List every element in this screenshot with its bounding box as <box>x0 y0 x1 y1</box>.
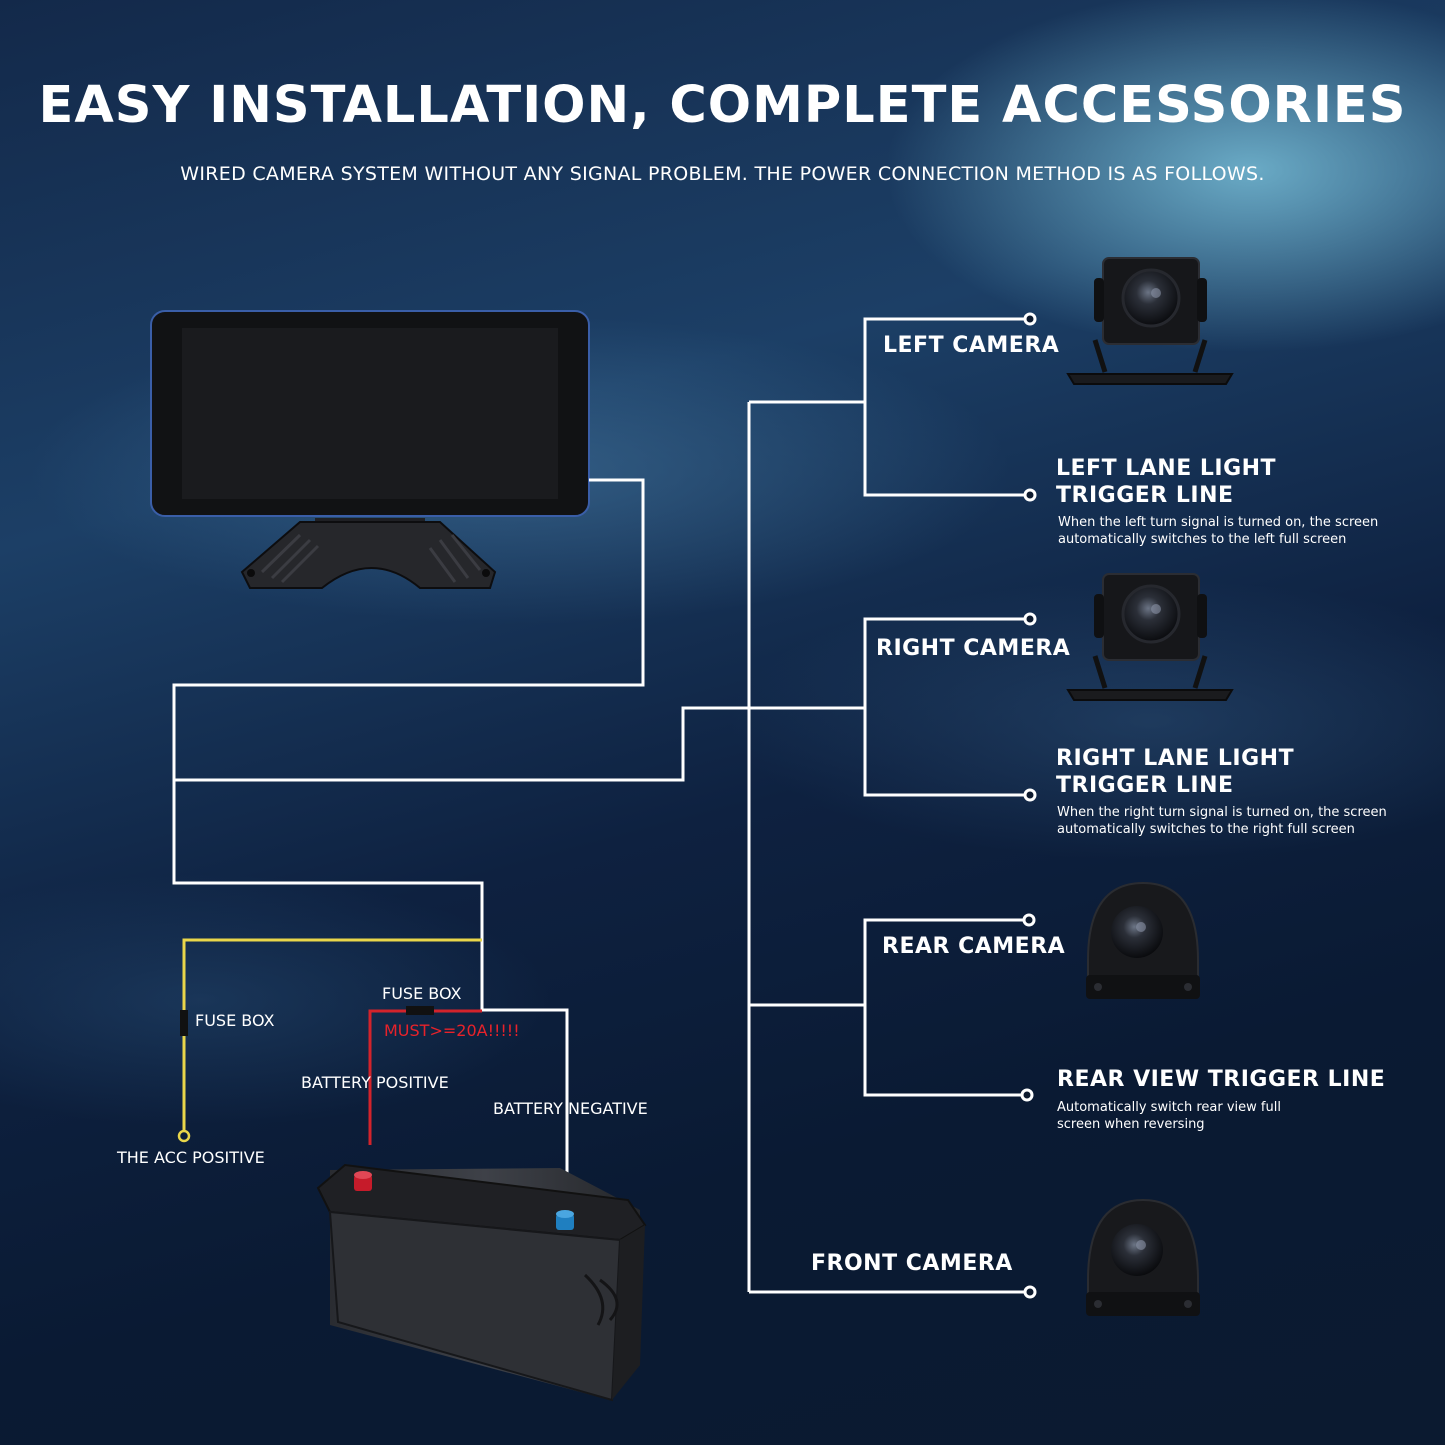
left-camera-illustration <box>1066 257 1234 385</box>
rear-camera-label: REAR CAMERA <box>882 934 1066 959</box>
page-title: EASY INSTALLATION, COMPLETE ACCESSORIES <box>38 76 1407 135</box>
acc-fuse-box-label: FUSE BOX <box>195 1011 275 1030</box>
right-lane-description: When the right turn signal is turned on,… <box>1057 805 1387 837</box>
battery-positive-label: BATTERY POSITIVE <box>301 1073 449 1092</box>
acc-fuse-box <box>180 1010 188 1036</box>
signal-wires <box>172 317 1028 1294</box>
right-camera-label: RIGHT CAMERA <box>876 636 1071 661</box>
battery-negative-label: BATTERY NEGATIVE <box>493 1099 648 1118</box>
right-camera-illustration <box>1066 573 1234 701</box>
front-camera-illustration <box>1086 1198 1200 1316</box>
left-lane-title-line-2: TRIGGER LINE <box>1056 483 1234 508</box>
monitor-power-wire <box>172 478 645 1173</box>
battery-fuse-box-label: FUSE BOX <box>382 984 462 1003</box>
battery-fuse-box <box>406 1006 434 1015</box>
front-camera-label: FRONT CAMERA <box>811 1251 1013 1276</box>
battery-positive-wire <box>368 1009 482 1145</box>
right-lane-title-line-2: TRIGGER LINE <box>1056 773 1234 798</box>
monitor-illustration <box>150 310 590 589</box>
battery-illustration <box>316 1163 647 1402</box>
rear-view-trigger-description: Automatically switch rear view full scre… <box>1057 1100 1281 1132</box>
left-lane-description: When the left turn signal is turned on, … <box>1058 515 1379 547</box>
rear-view-trigger-title: REAR VIEW TRIGGER LINE <box>1057 1067 1386 1092</box>
right-lane-title-line-1: RIGHT LANE LIGHT <box>1056 746 1295 771</box>
acc-positive-label: THE ACC POSITIVE <box>117 1148 265 1167</box>
fuse-warning-label: MUST>=20A!!!!! <box>384 1021 520 1040</box>
left-lane-title-line-1: LEFT LANE LIGHT <box>1056 456 1277 481</box>
monitor-signal-wire <box>174 706 865 782</box>
rear-camera-illustration <box>1086 881 1200 999</box>
acc-terminal <box>177 1129 191 1143</box>
left-camera-label: LEFT CAMERA <box>883 333 1060 358</box>
acc-wire <box>182 938 482 1130</box>
wire-terminals <box>1020 312 1037 1299</box>
page-subtitle: WIRED CAMERA SYSTEM WITHOUT ANY SIGNAL P… <box>180 163 1265 185</box>
